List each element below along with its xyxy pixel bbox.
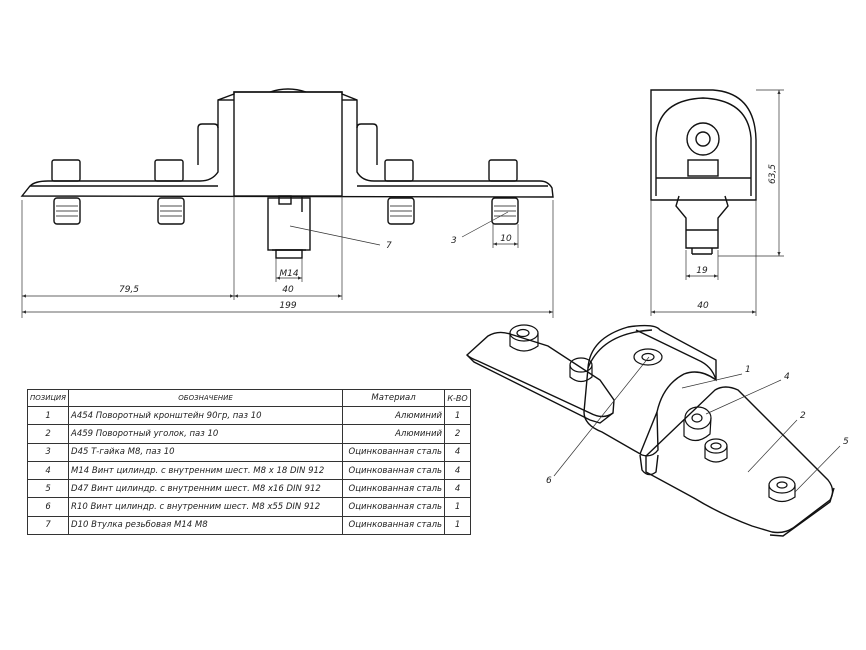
bom-cell-material: Алюминий (342, 424, 446, 444)
bom-cell-pos: 1 (26, 405, 70, 426)
bom-cell-qty: 4 (444, 460, 472, 481)
bill-of-materials-table: ПОЗИЦИЯ ОБОЗНАЧЕНИЕ Материал К-ВО 1 A454… (26, 389, 472, 536)
front-view (20, 88, 554, 259)
bom-row: 1 A454 Поворотный кронштейн 90гр, паз 10… (26, 405, 472, 426)
isometric-view (465, 324, 835, 537)
callout-1: 1 (745, 365, 751, 375)
callout-3: 3 (451, 236, 457, 246)
bom-cell-pos: 5 (26, 479, 70, 499)
isometric-leaders (553, 356, 841, 493)
bom-cell-material: Оцинкованная сталь (342, 497, 446, 517)
bom-cell-desc: D10 Втулка резьбовая М14 М8 (68, 515, 344, 536)
callout-5: 5 (843, 437, 849, 447)
bom-cell-qty: 1 (444, 497, 472, 517)
callout-4: 4 (784, 372, 790, 382)
bom-cell-qty: 1 (444, 515, 472, 536)
bom-cell-pos: 4 (26, 460, 70, 481)
bom-cell-qty: 4 (444, 442, 472, 462)
bom-cell-desc: A459 Поворотный уголок, паз 10 (68, 424, 344, 444)
callout-7: 7 (386, 241, 392, 251)
bom-cell-material: Оцинкованная сталь (342, 479, 446, 499)
bom-cell-qty: 1 (444, 405, 472, 426)
side-dimensions (650, 89, 784, 316)
side-view (650, 89, 757, 255)
bom-cell-material: Оцинкованная сталь (342, 515, 446, 536)
bom-row: 3 D45 Т-гайка М8, паз 10 Оцинкованная ст… (26, 442, 472, 462)
side-dimension-texts: 63,5 19 40 (696, 164, 778, 311)
bom-cell-desc: A454 Поворотный кронштейн 90гр, паз 10 (68, 405, 344, 426)
bom-row: 4 M14 Винт цилиндр. с внутренним шест. М… (26, 460, 472, 481)
bom-row: 6 R10 Винт цилиндр. с внутренним шест. М… (26, 497, 472, 517)
bom-cell-pos: 3 (26, 442, 70, 462)
bom-cell-qty: 2 (444, 424, 472, 444)
bom-cell-pos: 2 (26, 424, 70, 444)
bom-cell-pos: 6 (26, 497, 70, 517)
bom-row: 7 D10 Втулка резьбовая М14 М8 Оцинкованн… (26, 515, 472, 536)
bom-cell-desc: D47 Винт цилиндр. с внутренним шест. М8 … (68, 479, 344, 499)
bom-cell-desc: R10 Винт цилиндр. с внутренним шест. М8 … (68, 497, 344, 517)
bom-cell-material: Алюминий (342, 405, 446, 426)
bom-cell-material: Оцинкованная сталь (342, 460, 446, 481)
bom-header-qty: К-ВО (444, 389, 472, 407)
bom-header-row: ПОЗИЦИЯ ОБОЗНАЧЕНИЕ Материал К-ВО (26, 389, 472, 407)
dim-19: 19 (696, 266, 708, 276)
bom-cell-pos: 7 (26, 515, 70, 536)
callout-6: 6 (546, 476, 552, 486)
bom-cell-material: Оцинкованная сталь (342, 442, 446, 462)
dim-199: 199 (279, 301, 296, 311)
bom-header-designation: ОБОЗНАЧЕНИЕ (68, 389, 344, 407)
dim-m14: M14 (279, 269, 298, 279)
callout-2: 2 (800, 411, 806, 421)
bom-header-position: ПОЗИЦИЯ (26, 389, 70, 407)
bom-row: 5 D47 Винт цилиндр. с внутренним шест. М… (26, 479, 472, 499)
dim-79-5: 79,5 (119, 285, 139, 295)
bom-cell-qty: 4 (444, 479, 472, 499)
isometric-callout-texts: 1 4 2 5 6 (546, 365, 849, 486)
bom-row: 2 A459 Поворотный уголок, паз 10 Алюмини… (26, 424, 472, 444)
front-dimension-texts: 79,5 40 199 M14 10 7 3 (119, 234, 512, 311)
dim-63-5: 63,5 (768, 164, 778, 184)
bom-header-material: Материал (342, 389, 446, 407)
front-dimensions (21, 196, 554, 318)
dim-40-front: 40 (282, 285, 294, 295)
bom-cell-desc: D45 Т-гайка М8, паз 10 (68, 442, 344, 462)
dim-10: 10 (500, 234, 512, 244)
bom-cell-desc: M14 Винт цилиндр. с внутренним шест. М8 … (68, 460, 344, 481)
dim-40-side: 40 (697, 301, 709, 311)
